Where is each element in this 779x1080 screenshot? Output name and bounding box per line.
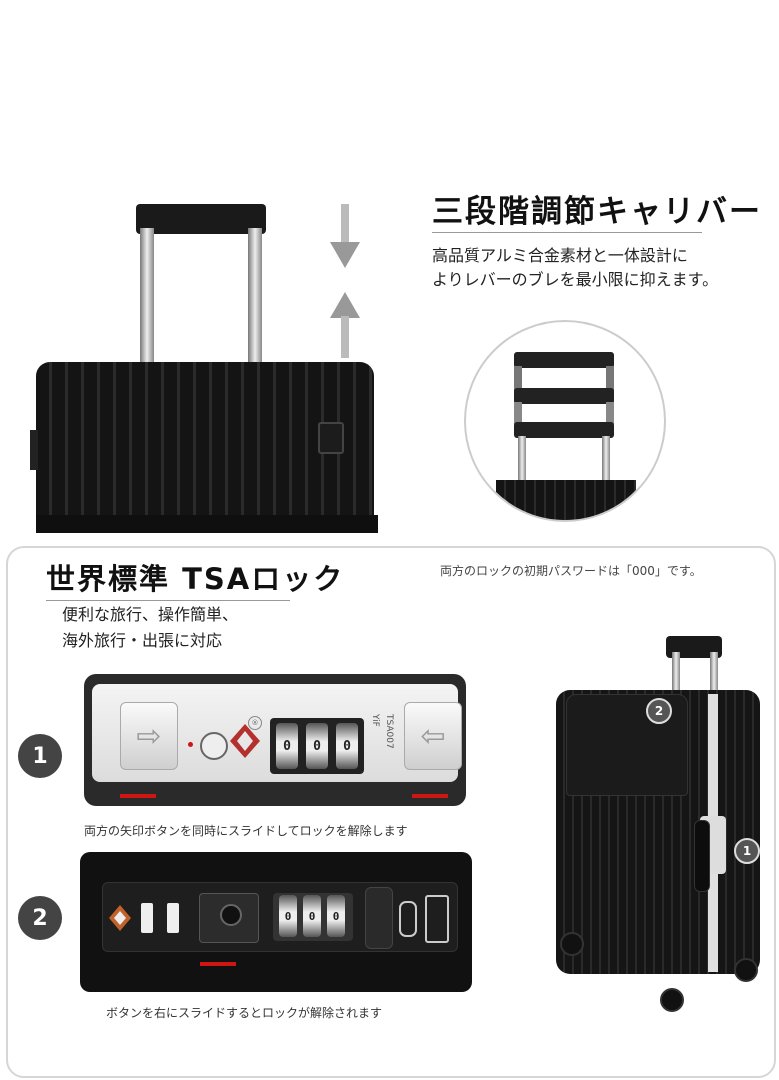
arrow-up-icon <box>330 292 360 358</box>
usb-a-port-icon <box>425 895 449 943</box>
combo-dial-housing: 0 0 0 <box>270 718 364 774</box>
tsa-diamond-icon-2 <box>109 905 131 931</box>
big-suitcase-handle <box>666 636 722 658</box>
lock-brand-label: YiF <box>370 714 380 727</box>
wheel-back-right <box>734 958 758 982</box>
combo-wheel-1: 0 <box>276 723 298 769</box>
combo2-wheel-1: 0 <box>279 895 297 937</box>
handle-level-1 <box>514 422 614 438</box>
combo2-wheel-2: 0 <box>303 895 321 937</box>
lock-code-label: TSA007 <box>384 714 394 749</box>
section2-divider <box>46 600 290 601</box>
wheel-front-left <box>560 932 584 956</box>
circle-case-body <box>496 480 636 520</box>
red-arrow-left-icon <box>412 794 448 798</box>
handle-right-post <box>248 228 262 368</box>
step2-badge: 2 <box>18 896 62 940</box>
section1-description: 高品質アルミ合金素材と一体設計に よりレバーのブレを最小限に抑えます。 <box>432 244 718 292</box>
suitcase-clasp <box>318 422 344 454</box>
section1-title: 三段階調節キャリバー <box>432 194 762 230</box>
step2-lock-image: 0 0 0 <box>80 852 472 992</box>
keyhole-housing <box>199 893 259 943</box>
step2-lock-plate: 0 0 0 <box>102 882 458 952</box>
handle-level-2 <box>514 388 614 404</box>
arrow-down-icon <box>330 204 360 268</box>
side-carry-handle <box>694 820 710 892</box>
suitcase-badge-2: 2 <box>646 698 672 724</box>
tsa-key-icon <box>200 732 228 760</box>
suitcase-top-body <box>36 362 374 530</box>
red-arrow-right-icon-2 <box>200 962 236 966</box>
registered-mark-icon: ® <box>248 716 262 730</box>
left-slide-button: ⇨ <box>120 702 178 770</box>
section2-description: 便利な旅行、操作簡単、 海外旅行・出張に対応 <box>62 602 238 654</box>
combo-dial-housing-2: 0 0 0 <box>273 893 353 941</box>
right-slide-button: ⇦ <box>404 702 462 770</box>
combo-wheel-2: 0 <box>306 723 328 769</box>
tsa-diamond-icon <box>230 724 260 758</box>
step1-caption: 両方の矢印ボタンを同時にスライドしてロックを解除します <box>84 824 408 838</box>
section2-desc-line1: 便利な旅行、操作簡単、 <box>62 605 239 624</box>
combo-wheel-3: 0 <box>336 723 358 769</box>
password-note: 両方のロックの初期パスワードは「000」です。 <box>440 564 702 578</box>
red-dot <box>188 742 193 747</box>
suitcase-badge-1: 1 <box>734 838 760 864</box>
slide-switch <box>365 887 393 949</box>
step1-lock-plate: ⇨ ® 0 0 0 YiF TSA007 ⇦ <box>92 684 462 782</box>
red-arrow-right-icon <box>120 794 156 798</box>
wheel-front-right <box>660 988 684 1012</box>
suitcase-top-lip <box>36 515 378 533</box>
section2-desc-line2: 海外旅行・出張に対応 <box>62 631 223 650</box>
section2-title: 世界標準 TSAロック <box>46 562 345 596</box>
step2-caption: ボタンを右にスライドするとロックが解除されます <box>106 1006 383 1020</box>
handle-level-3 <box>514 352 614 368</box>
suitcase-handle-grip <box>136 204 266 234</box>
big-handle-left-post <box>672 652 680 700</box>
suitcase-side-handle <box>30 430 38 470</box>
section1-divider <box>432 232 702 233</box>
big-handle-right-post <box>710 652 718 700</box>
section1-desc-line2: よりレバーのブレを最小限に抑えます。 <box>432 270 719 289</box>
handle-left-post <box>140 228 154 368</box>
handle-levels-zoom-circle <box>464 320 666 522</box>
step1-lock-image: ⇨ ® 0 0 0 YiF TSA007 ⇦ <box>84 674 466 806</box>
combo2-wheel-3: 0 <box>327 895 345 937</box>
step1-badge: 1 <box>18 734 62 778</box>
usb-c-port-icon <box>399 901 417 937</box>
section1-desc-line1: 高品質アルミ合金素材と一体設計に <box>432 246 688 265</box>
keyhole-icon <box>220 904 242 926</box>
